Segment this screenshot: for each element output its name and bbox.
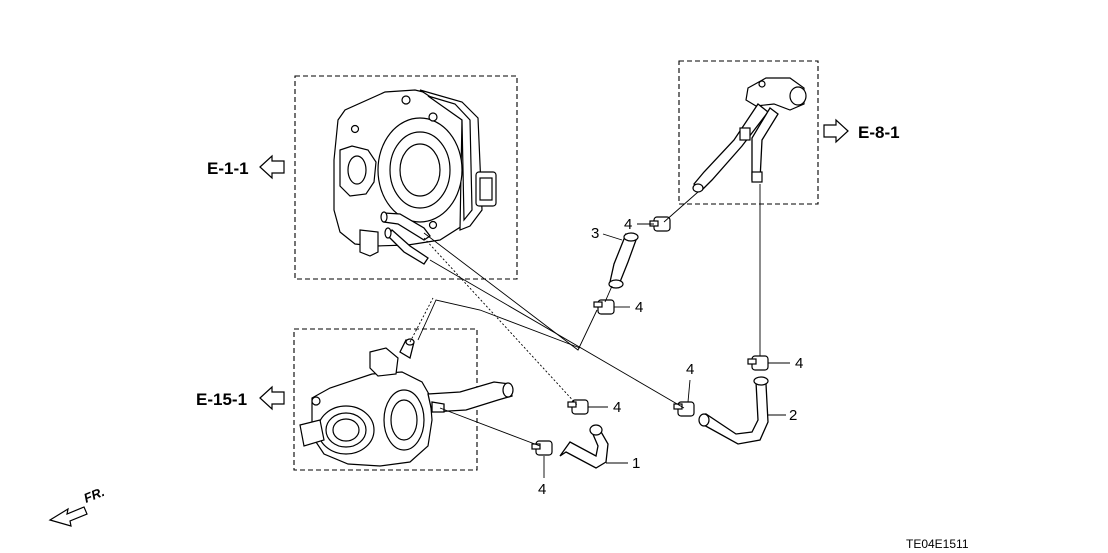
- ref-label-throttle-body: E-1-1: [207, 159, 249, 178]
- hose-clamp-mid: [567, 399, 589, 415]
- ref-arrow-right-e8: [823, 118, 849, 144]
- front-direction-arrow: FR.: [48, 484, 107, 527]
- hose-clamp-upper-mid: [593, 299, 615, 315]
- front-direction-label: FR.: [82, 484, 107, 506]
- callout-4-top: 4: [624, 216, 632, 233]
- throttle-body: [333, 89, 497, 265]
- connection-lines: [409, 184, 761, 447]
- callout-leaders: [543, 223, 790, 478]
- thermostat-housing: [299, 338, 514, 467]
- throttle-body-group-box: [294, 75, 518, 280]
- hose-clamp-right: [747, 355, 769, 371]
- callout-4-lower: 4: [686, 361, 694, 378]
- ref-arrow-left-e15: [259, 385, 285, 411]
- hose-clamp-bottom: [531, 440, 553, 456]
- bypass-pipe: [692, 77, 807, 193]
- bypass-pipe-group-box: [678, 60, 819, 205]
- callout-4-mid: 4: [613, 399, 621, 416]
- ref-arrow-left-e1: [259, 154, 285, 180]
- callout-2: 2: [789, 407, 797, 424]
- callout-1: 1: [632, 455, 640, 472]
- hose-2: [698, 376, 769, 445]
- ref-label-thermostat-housing: E-15-1: [196, 390, 247, 409]
- thermostat-housing-group-box: [293, 328, 478, 471]
- callout-3: 3: [591, 225, 599, 242]
- callout-4-bottom: 4: [538, 481, 546, 498]
- ref-label-bypass-pipe: E-8-1: [858, 123, 900, 142]
- callout-4-upper-mid: 4: [635, 299, 643, 316]
- callout-4-right: 4: [795, 355, 803, 372]
- hose-3: [608, 232, 639, 289]
- hose-1: [559, 424, 609, 469]
- diagram-code: TE04E1511: [906, 537, 969, 551]
